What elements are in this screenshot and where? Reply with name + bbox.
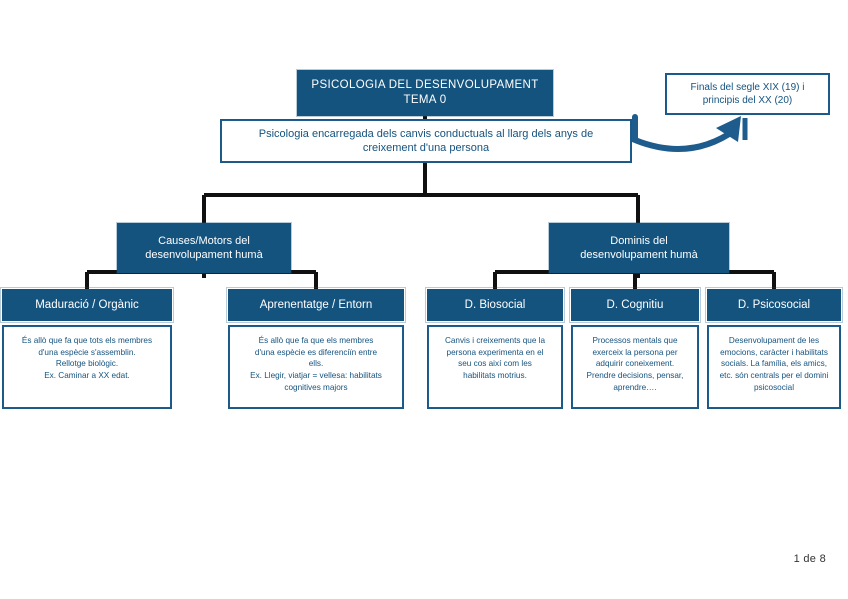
page-number: 1 de 8 [793, 553, 826, 565]
leaf-body-line: d'una espècie s'assemblin. [38, 347, 136, 357]
leaf-body-line: És allò que fa que els membres [258, 336, 374, 345]
node-leaf-aprenentatge: Aprenentatge / Entorn És allò que fa que… [226, 287, 406, 409]
leaf-body-line: psicosocial [753, 382, 795, 392]
leaf-psicosocial-header: D. Psicosocial [705, 287, 843, 323]
leaf-body-line: Desenvolupament de les [728, 336, 820, 345]
leaf-body-line: emocions, caràcter i habilitats [720, 347, 828, 357]
leaf-body-line: exerceix la persona per [592, 347, 678, 357]
node-leaf-psicosocial: D. Psicosocial Desenvolupament de les em… [705, 287, 843, 409]
leaf-body-line: Prendre decisions, pensar, [586, 370, 684, 380]
node-branch-causes: Causes/Motors del desenvolupament humà [116, 222, 292, 274]
leaf-body-line: Canvis i creixements que la [444, 336, 546, 345]
node-branch-dominis-line2: desenvolupament humà [580, 249, 698, 261]
leaf-body-line: Ex. Llegir, viatjar = vellesa: habilitat… [250, 370, 382, 380]
leaf-biosocial-body: Canvis i creixements que la persona expe… [427, 325, 563, 409]
node-branch-dominis: Dominis del desenvolupament humà [548, 222, 730, 274]
leaf-body-line: adquirir coneixement. [595, 359, 675, 369]
leaf-aprenentatge-header: Aprenentatge / Entorn [226, 287, 406, 323]
leaf-maduracio-header: Maduració / Orgànic [0, 287, 174, 323]
node-branch-dominis-line1: Dominis del [610, 234, 668, 247]
leaf-body-line: Rellotge biològic. [55, 359, 119, 369]
curved-arrow-path [632, 114, 738, 152]
leaf-body-line: Ex. Caminar a XX edat. [44, 370, 130, 380]
node-leaf-biosocial: D. Biosocial Canvis i creixements que la… [425, 287, 565, 409]
leaf-body-line: cognitives majors [284, 382, 348, 392]
leaf-cognitiu-body: Processos mentals que exerceix la person… [571, 325, 699, 409]
leaf-body-line: socials. La família, els amics, [720, 359, 827, 369]
node-title-line2: TEMA 0 [403, 94, 447, 106]
leaf-body-line: ells. [308, 359, 324, 369]
leaf-psicosocial-body: Desenvolupament de les emocions, caràcte… [707, 325, 841, 409]
node-leaf-cognitiu: D. Cognitiu Processos mentals que exerce… [569, 287, 701, 409]
leaf-cognitiu-header: D. Cognitiu [569, 287, 701, 323]
node-era: Finals del segle XIX (19) i principis de… [665, 73, 830, 115]
leaf-body-line: És allò que fa que tots els membres [21, 336, 153, 345]
leaf-body-line: Processos mentals que [592, 336, 678, 345]
node-era-line2: principis del XX (20) [702, 95, 793, 106]
node-branch-causes-line1: Causes/Motors del [158, 234, 250, 247]
leaf-body-line: etc. són centrals per el domini [719, 370, 829, 380]
node-title-line1: PSICOLOGIA DEL DESENVOLUPAMENT [311, 79, 539, 92]
node-branch-causes-line2: desenvolupament humà [145, 249, 263, 261]
node-era-line1: Finals del segle XIX (19) i [690, 82, 805, 93]
curved-arrow-to-era [632, 114, 748, 152]
leaf-body-line: aprendre…. [613, 382, 657, 392]
leaf-biosocial-header: D. Biosocial [425, 287, 565, 323]
leaf-aprenentatge-body: És allò que fa que els membres d'una esp… [228, 325, 404, 409]
node-leaf-maduracio: Maduració / Orgànic És allò que fa que t… [0, 287, 174, 409]
node-definition: Psicologia encarregada dels canvis condu… [220, 119, 632, 163]
leaf-body-line: d'una espècie es diferenciïn entre [254, 347, 378, 357]
node-definition-line2: creixement d'una persona [362, 142, 490, 154]
leaf-body-line: seu cos així com les [458, 359, 532, 369]
curved-arrow-head [716, 116, 741, 142]
leaf-maduracio-body: És allò que fa que tots els membres d'un… [2, 325, 172, 409]
node-definition-line1: Psicologia encarregada dels canvis condu… [258, 127, 594, 140]
leaf-body-line: habilitats motrius. [463, 370, 527, 380]
leaf-body-line: persona experimenta en el [446, 347, 544, 357]
node-title: PSICOLOGIA DEL DESENVOLUPAMENT TEMA 0 [296, 69, 554, 117]
